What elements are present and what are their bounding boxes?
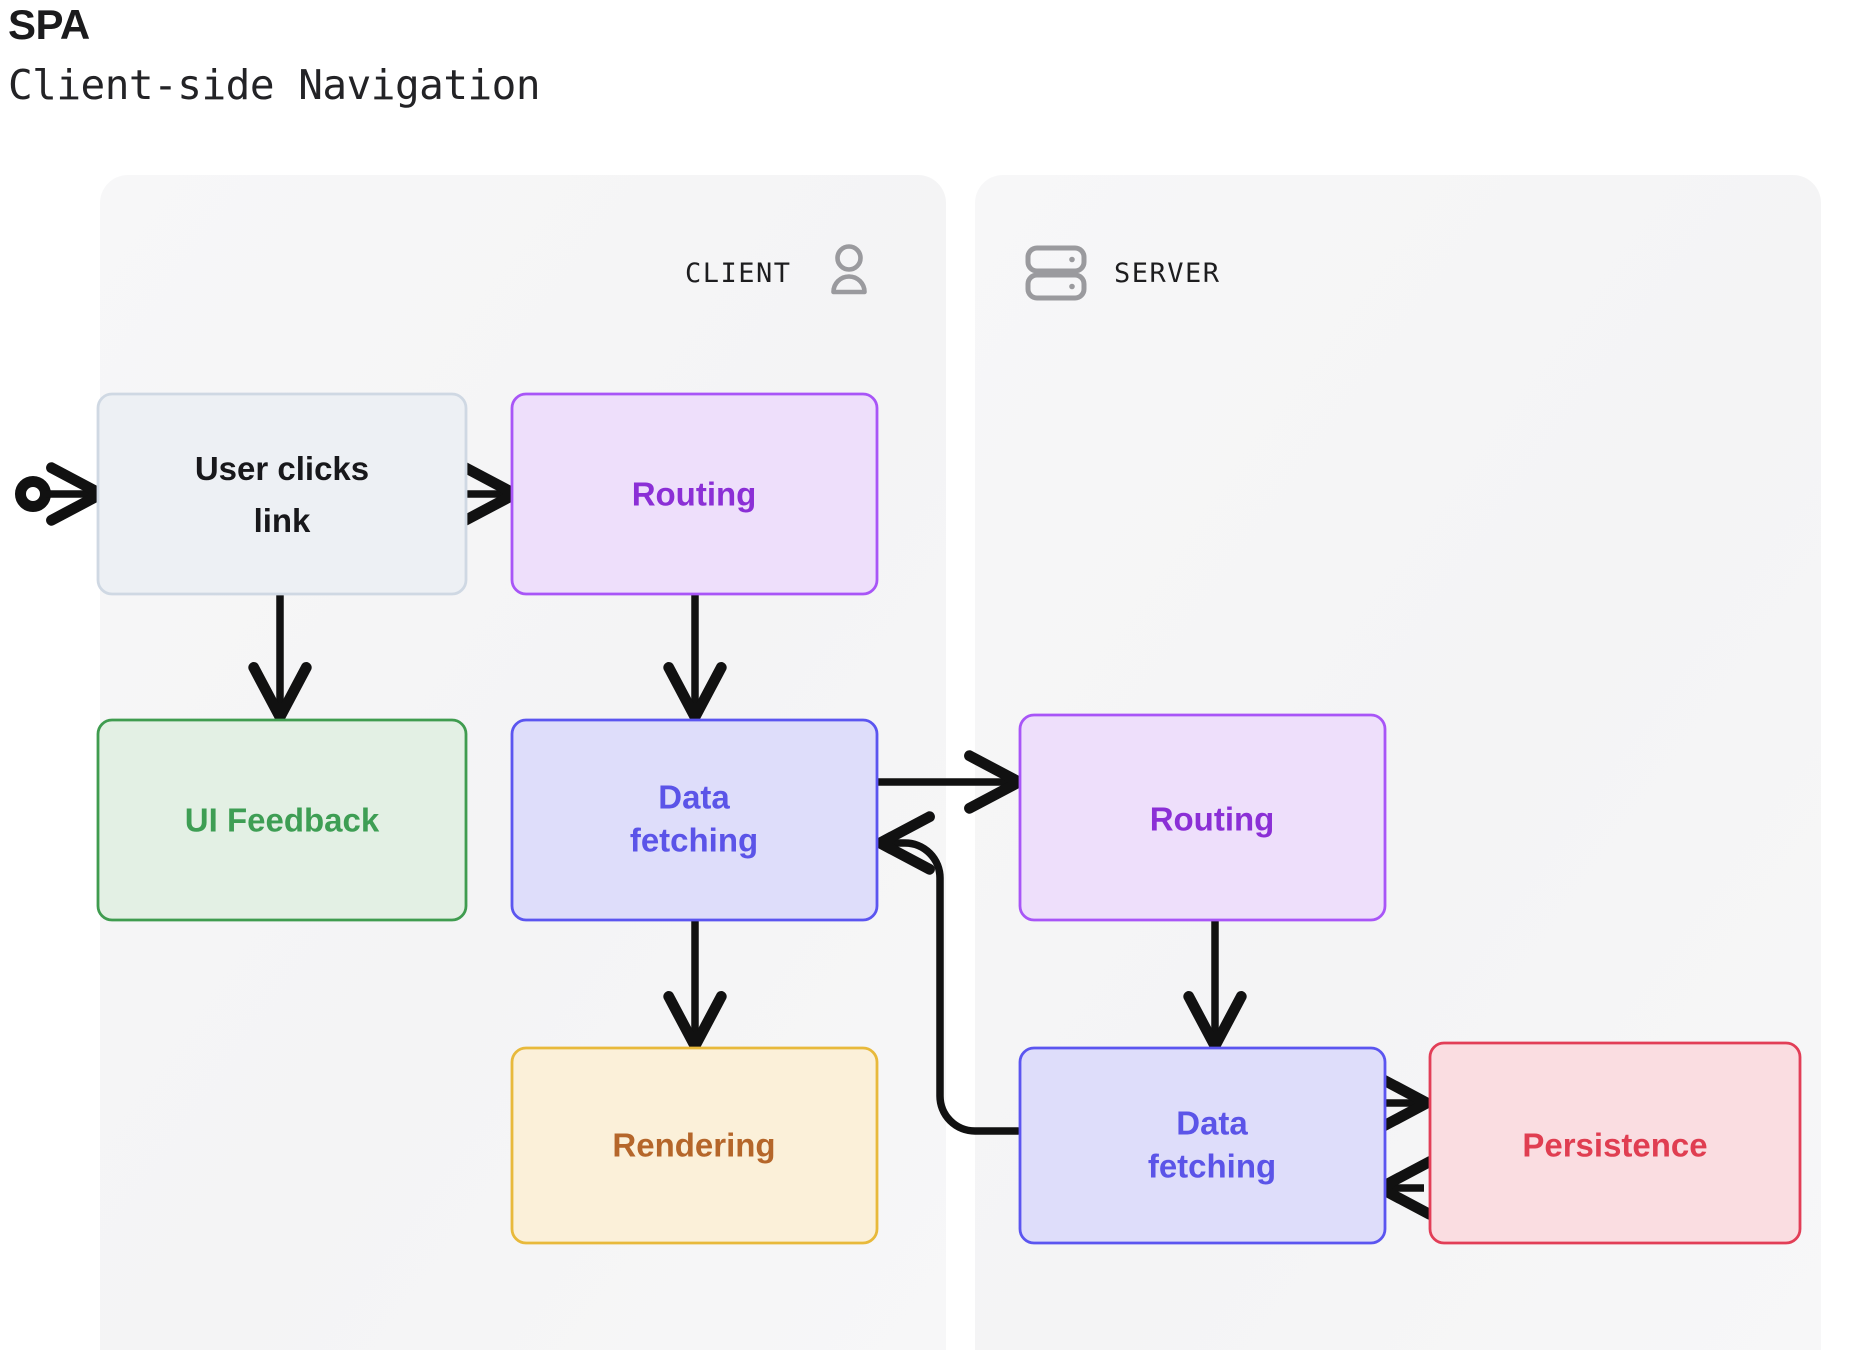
node-client-data-fetching-label-line2: fetching <box>630 822 758 859</box>
node-server-routing-label: Routing <box>1150 801 1275 838</box>
node-server-routing-box[interactable] <box>1018 713 1387 922</box>
node-rendering-label: Rendering <box>612 1127 775 1164</box>
node-user-clicks-link-label-line2: link <box>254 502 311 539</box>
lane-client-label: CLIENT <box>685 258 792 289</box>
node-user-clicks-link-box[interactable] <box>96 392 468 596</box>
node-client-routing[interactable]: Routing <box>510 392 879 596</box>
node-client-data-fetching-label-line1: Data <box>658 779 730 816</box>
node-server-data-fetching-label-line1: Data <box>1176 1105 1248 1142</box>
node-client-routing-box[interactable] <box>510 392 879 596</box>
node-client-routing-label: Routing <box>632 476 757 513</box>
node-user-clicks-link[interactable]: User clicks link <box>96 392 468 596</box>
node-server-data-fetching[interactable]: Data fetching <box>1018 1046 1387 1245</box>
node-persistence[interactable]: Persistence <box>1428 1041 1802 1245</box>
node-client-data-fetching-box[interactable] <box>510 718 879 922</box>
node-client-data-fetching[interactable]: Data fetching <box>510 718 879 922</box>
node-server-data-fetching-label-line2: fetching <box>1148 1148 1276 1185</box>
node-persistence-box[interactable] <box>1428 1041 1802 1245</box>
node-rendering[interactable]: Rendering <box>510 1046 879 1245</box>
node-server-data-fetching-box[interactable] <box>1018 1046 1387 1245</box>
node-user-clicks-link-label-line1: User clicks <box>195 450 369 487</box>
node-ui-feedback-box[interactable] <box>96 718 468 922</box>
user-icon <box>831 244 867 295</box>
start-marker <box>15 462 107 526</box>
node-rendering-box[interactable] <box>510 1046 879 1245</box>
connector-serverdatafetching-to-clientdatafetching-curved <box>874 811 1022 1135</box>
node-ui-feedback-label: UI Feedback <box>185 802 380 839</box>
connectors <box>15 462 1435 1220</box>
node-persistence-label: Persistence <box>1522 1127 1707 1164</box>
page-subtitle: Client-side Navigation <box>8 61 541 109</box>
page-title: SPA <box>8 1 90 48</box>
server-icon <box>1025 245 1087 301</box>
node-ui-feedback[interactable]: UI Feedback <box>96 718 468 922</box>
node-server-routing[interactable]: Routing <box>1018 713 1387 922</box>
lane-server-label: SERVER <box>1114 258 1221 289</box>
